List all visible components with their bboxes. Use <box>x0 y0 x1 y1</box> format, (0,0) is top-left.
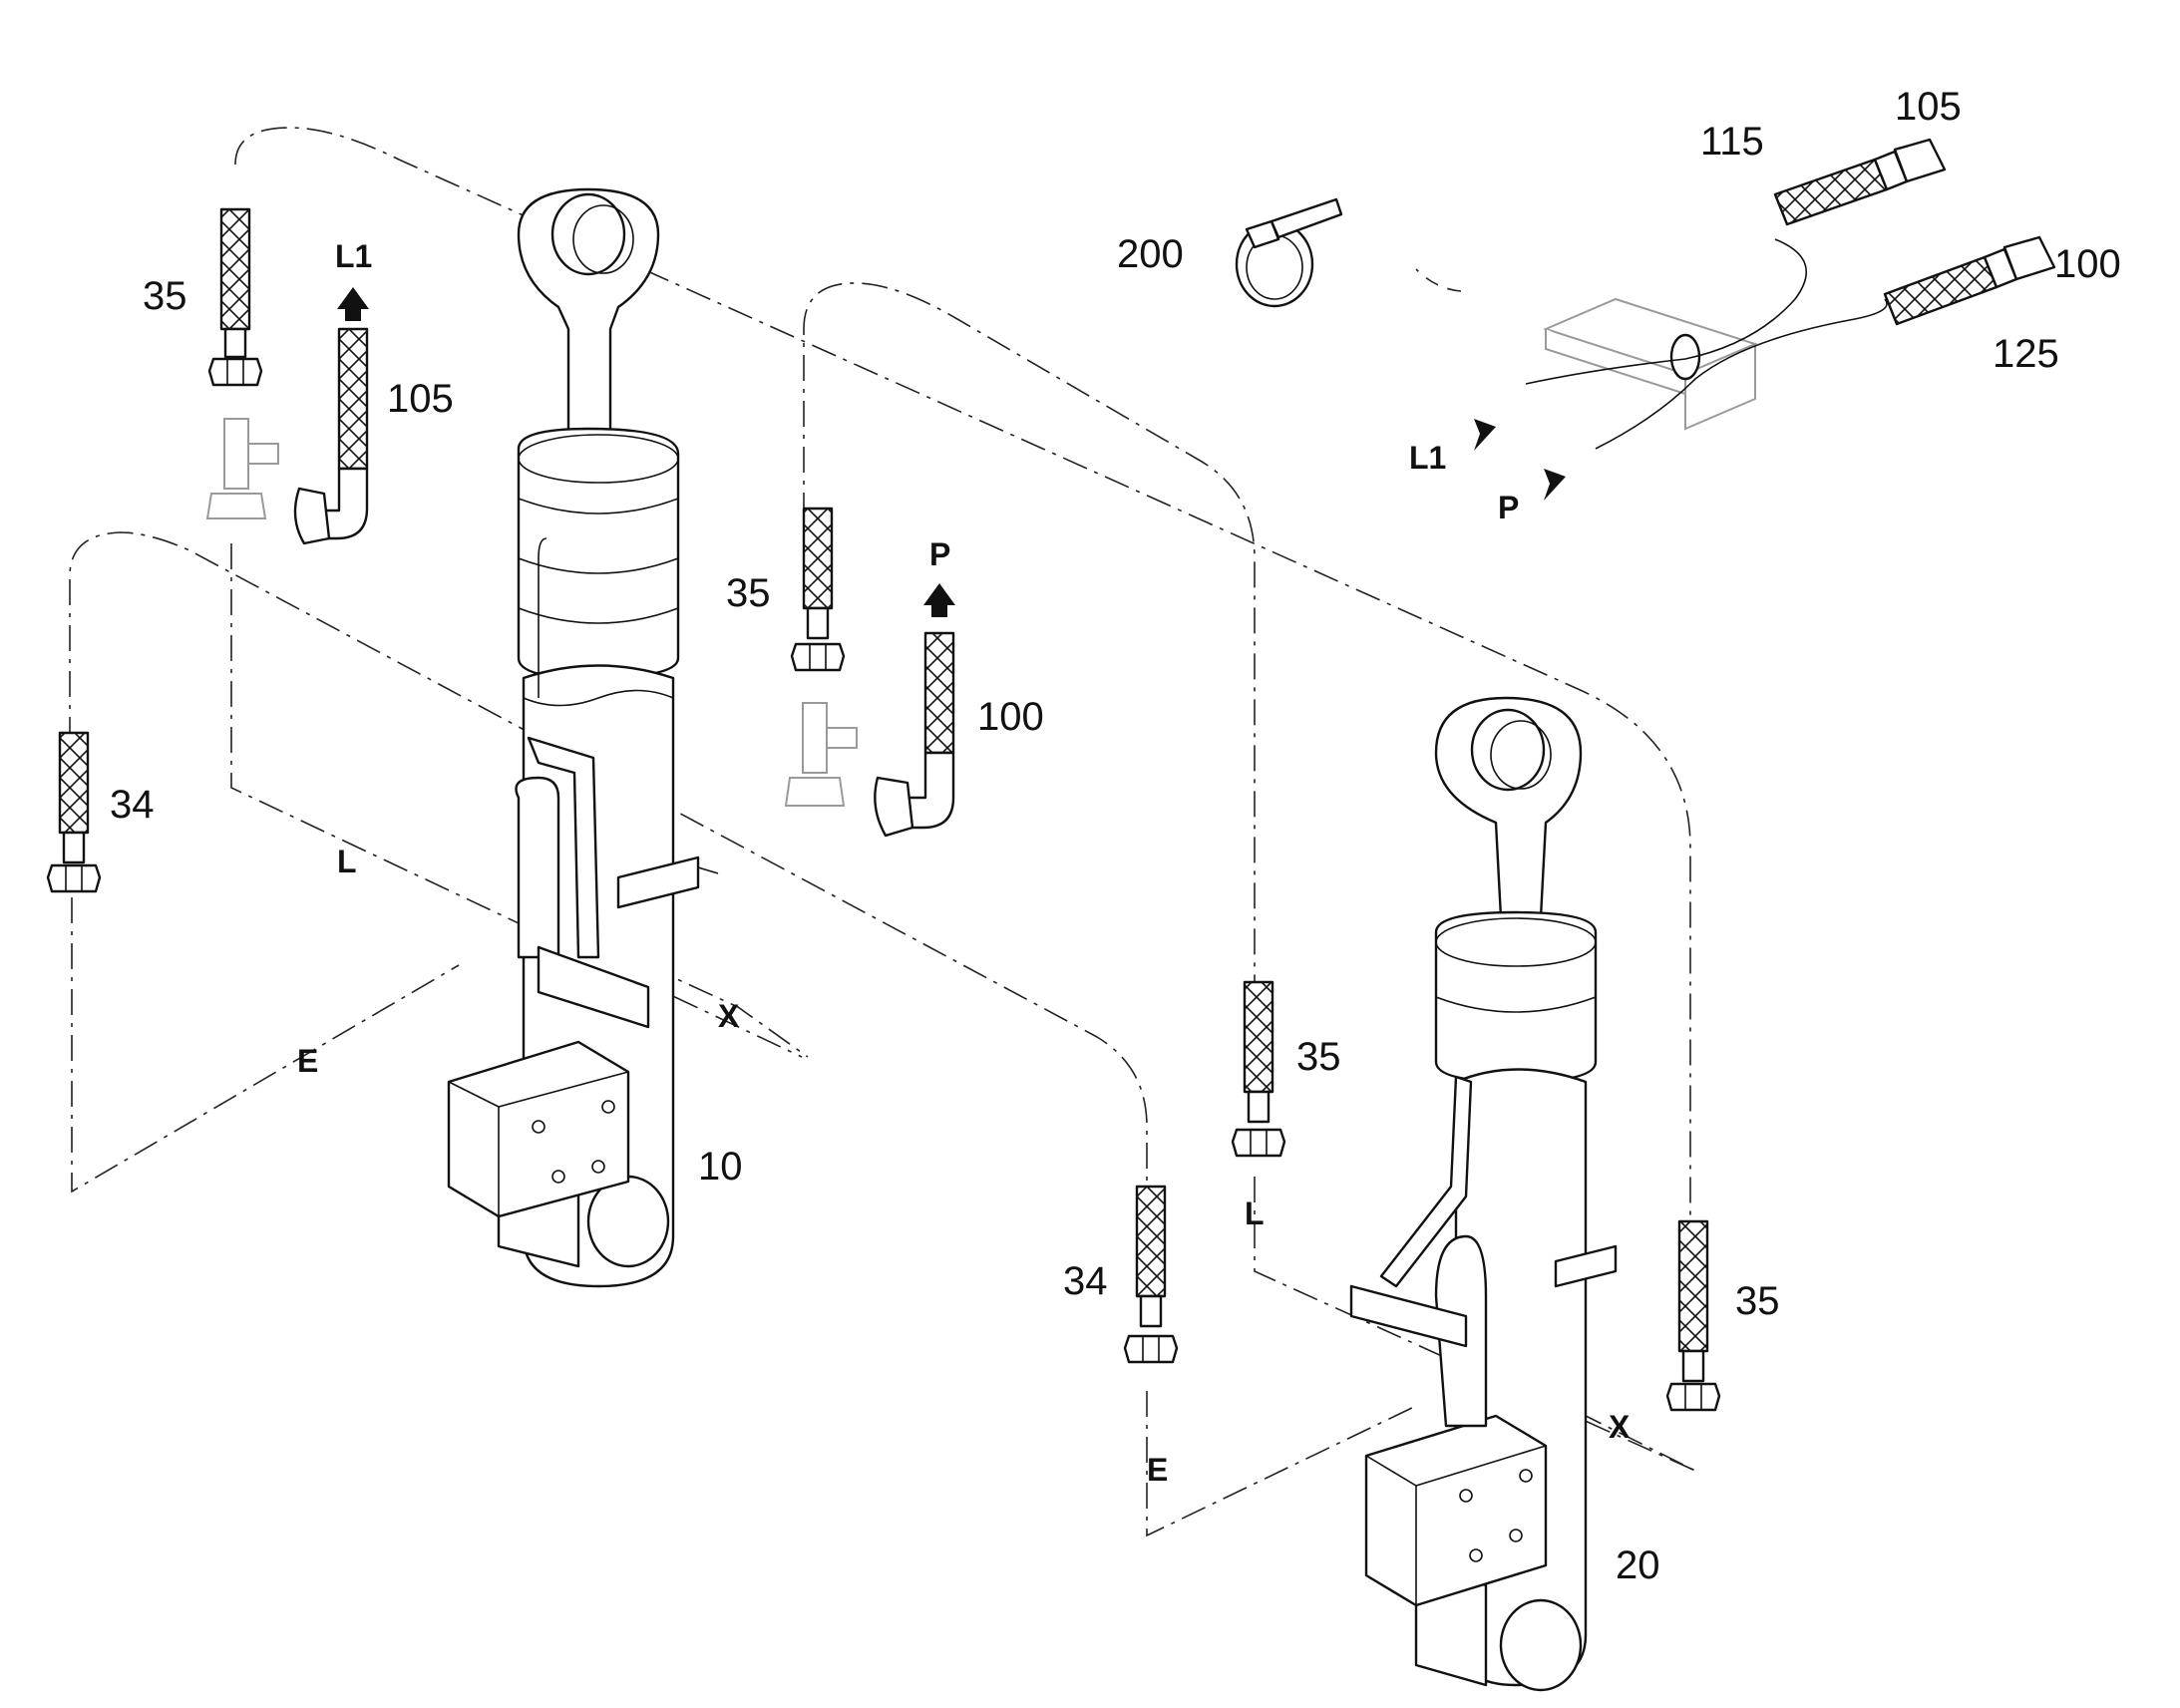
port-label-e-right: E <box>1147 1452 1168 1488</box>
label-hose-35-c: 35 <box>1296 1035 1341 1079</box>
label-hose-35-a: 35 <box>143 274 187 318</box>
label-hose-100-a: 100 <box>977 695 1044 739</box>
hose-115 <box>1773 158 1889 226</box>
label-hose-35-d: 35 <box>1735 1279 1780 1323</box>
hose-125 <box>1883 255 1998 326</box>
port-label-x-left: X <box>718 998 740 1034</box>
flow-arrow-l1-top <box>337 287 369 321</box>
hose-35-c <box>1231 980 1286 1158</box>
label-cylinder-20: 20 <box>1616 1543 1660 1587</box>
label-hose-115: 115 <box>1700 120 1764 164</box>
label-hose-35-b: 35 <box>726 571 771 615</box>
hose-34-b <box>1123 1185 1179 1364</box>
tee-fitting-ghost-b <box>784 702 858 807</box>
label-hose-105-b: 105 <box>1895 85 1962 129</box>
port-label-e-left: E <box>297 1043 318 1079</box>
label-hose-100-b: 100 <box>2054 242 2121 286</box>
hose-105-a <box>293 327 369 545</box>
label-cylinder-10: 10 <box>698 1145 743 1189</box>
hose-34-a <box>46 731 102 893</box>
port-label-l1-bracket: L1 <box>1409 440 1446 476</box>
flow-arrow-l1-bracket <box>1474 419 1496 451</box>
flow-arrow-p-top <box>923 583 955 617</box>
port-label-l-left: L <box>337 844 357 879</box>
port-label-p-top: P <box>929 536 950 572</box>
label-cable-tie-200: 200 <box>1117 232 1184 276</box>
label-hose-105-a: 105 <box>387 377 454 421</box>
cable-tie-200 <box>1235 197 1343 308</box>
tee-fitting-ghost-a <box>205 418 279 519</box>
flow-arrow-p-bracket <box>1544 469 1566 501</box>
hose-100-a <box>874 631 955 838</box>
port-label-x-right: X <box>1609 1409 1631 1445</box>
port-label-p-bracket: P <box>1498 490 1519 525</box>
label-hose-125: 125 <box>1993 332 2059 376</box>
label-hose-34-a: 34 <box>110 783 155 827</box>
hose-105-b <box>1873 138 1947 191</box>
cylinder-20 <box>1349 696 1618 1692</box>
port-label-l1-top: L1 <box>335 238 372 274</box>
hose-35-b <box>790 507 846 672</box>
label-hose-34-b: 34 <box>1063 1259 1108 1303</box>
port-label-l-right: L <box>1245 1196 1265 1231</box>
mounting-bracket <box>1525 238 1888 450</box>
hose-35-a <box>207 207 263 387</box>
hose-100-b <box>1983 235 2056 289</box>
cylinder-10 <box>447 187 719 1288</box>
hose-35-d <box>1665 1219 1721 1412</box>
